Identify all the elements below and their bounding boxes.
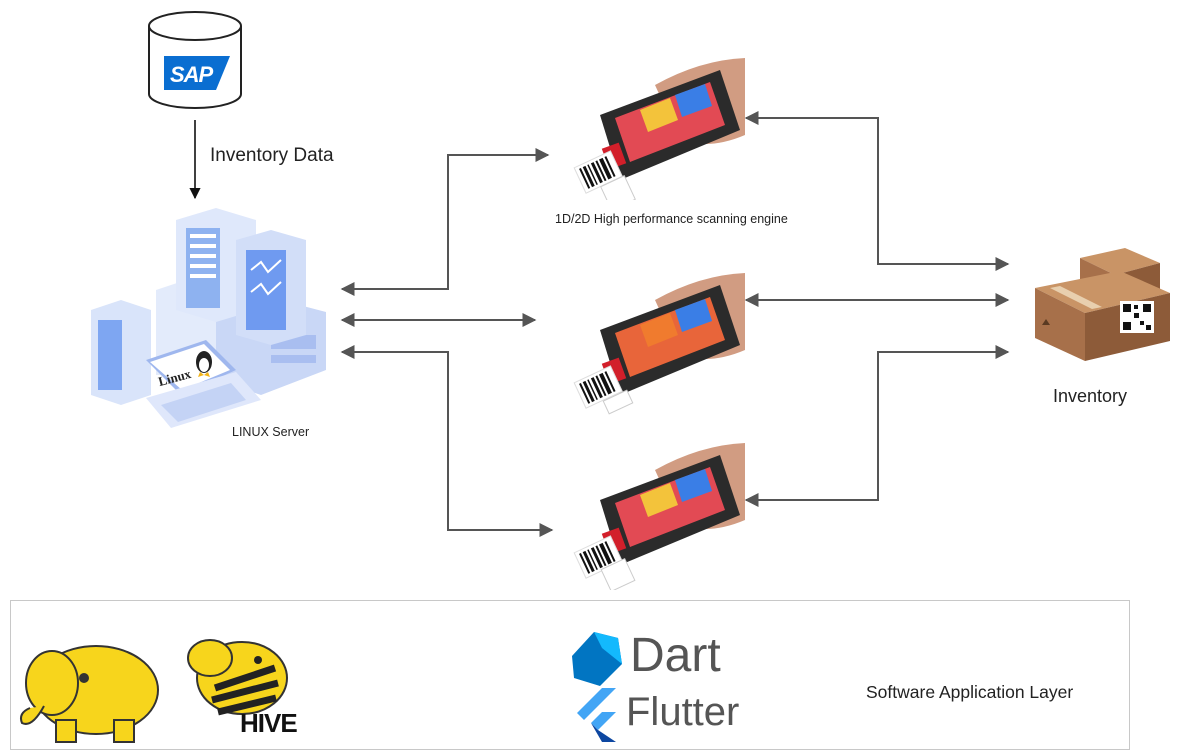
handheld-scanner-icon [573,273,745,415]
handheld-scanner-icon [573,58,745,211]
hadoop-logo [14,628,164,746]
edge-scanner-top-inventory [744,111,1010,271]
server-label: LINUX Server [232,425,310,439]
edge-label-inventory-data: Inventory Data [210,145,334,166]
sap-logo-text: SAP [170,62,213,87]
scanner-top-label: 1D/2D High performance scanning engine [555,212,788,226]
linux-server-node: Linux [86,200,336,435]
edge-server-scanner-top [340,148,550,296]
scanner-middle-node [560,255,750,415]
hadoop-elephant-icon [20,645,159,743]
scanner-bottom-node [560,425,750,593]
software-layer-panel [10,600,1130,750]
handheld-scanner-icon [573,443,745,593]
server-stack-icon [91,208,326,428]
flutter-logo: Flutter [572,686,772,746]
edge-server-scanner-bottom [340,345,554,537]
flutter-logo-icon [577,688,616,742]
dart-logo-text: Dart [630,629,721,682]
inventory-label: Inventory [1053,386,1128,406]
flutter-logo-text: Flutter [626,690,740,734]
hive-logo: HIVE [180,628,300,740]
scanner-top-node [560,40,750,211]
dart-logo: Dart [562,626,762,688]
inventory-node [1030,243,1175,368]
cardboard-box-icon [1035,248,1170,361]
hive-logo-text: HIVE [240,708,298,738]
software-layer-label: Software Application Layer [866,682,1074,702]
dart-logo-icon [572,632,622,686]
hive-bee-icon [187,639,288,716]
database-cylinder-icon [148,11,242,109]
edge-scanner-bottom-inventory [744,345,1010,507]
sap-database-node: SAP [146,8,244,112]
